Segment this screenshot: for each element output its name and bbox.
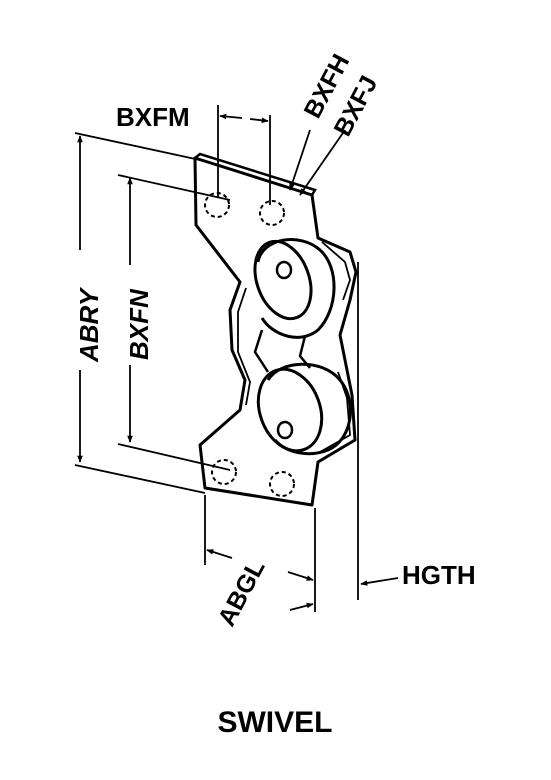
- inner-channel: [237, 287, 251, 406]
- top-rim: [194, 152, 317, 196]
- bxfh-leader: [289, 129, 311, 191]
- lower-roller: [256, 362, 352, 456]
- inner-channel-right: [321, 241, 351, 301]
- abgl-arrow-left: [206, 549, 233, 559]
- bxfm-arrow-left: [219, 113, 243, 120]
- inner-channel-lower: [319, 371, 351, 453]
- hole-bottom-left: [211, 459, 237, 485]
- abgl-arrow-inner: [289, 602, 314, 611]
- hole-bottom-right: [269, 471, 295, 497]
- dimension-lines: [74, 105, 399, 612]
- label-hgth: HGTH: [402, 560, 476, 590]
- bxfj-leader: [299, 129, 346, 196]
- mounting-holes: [204, 192, 295, 497]
- label-abry: ABRY: [74, 286, 104, 363]
- hgth-arrow: [360, 577, 399, 586]
- caption: SWIVEL: [217, 706, 332, 739]
- label-bxfn: BXFN: [124, 288, 154, 360]
- back-plate-outline: [193, 156, 358, 507]
- hole-top-right: [259, 200, 285, 226]
- label-abgl: ABGL: [213, 555, 271, 631]
- label-bxfm: BXFM: [116, 102, 190, 132]
- hole-top-left: [204, 192, 230, 218]
- bxfm-arrow-right: [249, 117, 269, 124]
- swivel-part: [193, 152, 358, 507]
- abgl-arrow-right: [287, 571, 314, 581]
- upper-roller: [253, 238, 336, 339]
